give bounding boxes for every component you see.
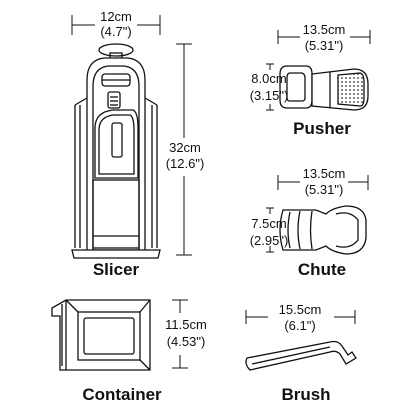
slicer-width-in: (4.7") <box>100 24 132 39</box>
slicer-label: Slicer <box>92 260 140 279</box>
container-illustration <box>51 299 151 371</box>
chute-width-cm: 13.5cm <box>302 166 346 181</box>
container-height-dimension <box>172 299 188 369</box>
brush-width-in: (6.1") <box>284 318 316 333</box>
chute-height-dimension <box>266 207 274 253</box>
slicer-width-cm: 12cm <box>100 9 132 24</box>
pusher-height-cm: 8.0cm <box>251 71 287 86</box>
chute-label: Chute <box>297 260 347 279</box>
chute-width-dimension <box>277 175 369 190</box>
pusher-label: Pusher <box>293 119 351 138</box>
slicer-height-dimension <box>176 43 192 256</box>
slicer-illustration <box>71 43 161 259</box>
brush-width-dimension <box>245 310 356 324</box>
pusher-width-dimension <box>277 30 371 44</box>
pusher-height-in: (3.15") <box>249 88 289 103</box>
slicer-height-cm: 32cm <box>169 140 201 155</box>
pusher-width-cm: 13.5cm <box>302 22 346 37</box>
chute-illustration <box>279 205 367 255</box>
brush-label: Brush <box>281 385 331 404</box>
slicer-width-dimension <box>71 15 161 35</box>
brush-width-cm: 15.5cm <box>278 302 322 317</box>
pusher-height-dimension <box>266 63 274 111</box>
brush-illustration <box>245 340 357 371</box>
container-height-in: (4.53") <box>166 334 206 349</box>
chute-width-in: (5.31") <box>304 182 344 197</box>
slicer-height-in: (12.6") <box>165 156 205 171</box>
pusher-width-in: (5.31") <box>304 38 344 53</box>
chute-height-cm: 7.5cm <box>251 216 287 231</box>
container-height-cm: 11.5cm <box>165 317 207 332</box>
pusher-illustration <box>279 65 369 111</box>
chute-height-in: (2.95") <box>249 233 289 248</box>
container-label: Container <box>82 385 162 404</box>
